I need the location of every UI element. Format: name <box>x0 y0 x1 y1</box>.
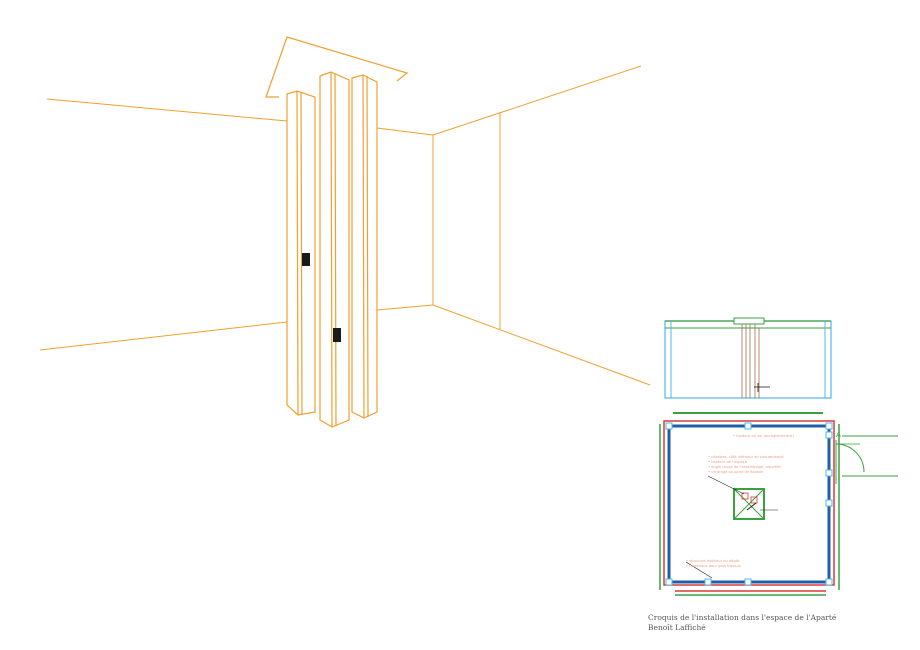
plan-pillar-assembly <box>707 475 778 520</box>
floor-plan: A <box>659 412 898 596</box>
plan-door: A <box>835 431 898 484</box>
monitor-screen-left <box>302 253 310 266</box>
pillar-middle <box>319 71 350 428</box>
room-floor-left <box>39 321 288 351</box>
monitor-screen-right <box>333 328 341 342</box>
room-floor-right <box>432 304 651 386</box>
plan-annotations: • hauteur du sol (enregistrement) • pila… <box>686 434 795 568</box>
room-ceiling-back <box>376 127 434 136</box>
room-ceiling-right <box>432 65 642 136</box>
caption-author: Benoît Laffiché <box>648 623 706 632</box>
pillar-right <box>351 74 378 419</box>
pillars <box>286 71 378 428</box>
room-ceiling-left <box>46 98 288 122</box>
room-floor-back <box>376 304 434 311</box>
ceiling-frame <box>265 36 409 98</box>
pillar-left <box>286 90 316 416</box>
plan-note-bottom-1: • structure intérieur du dégât <box>686 559 740 563</box>
plan-note-center-1: • pilastres, côté intérieur en contrepla… <box>708 455 784 459</box>
plan-note-top: • hauteur du sol (enregistrement) <box>733 434 795 438</box>
svg-text:A: A <box>836 431 841 439</box>
caption-title: Croquis de l'installation dans l'espace … <box>648 613 837 622</box>
elevation-view <box>664 317 832 399</box>
plan-note-center-4: • centrage du point de fixation <box>708 470 764 474</box>
plan-note-center-3: • angle rouge de l'assemblage, reportée <box>708 465 782 469</box>
perspective-room <box>39 65 651 386</box>
plan-note-bottom-2: • matériaux pour gros travaux <box>686 564 742 568</box>
plan-posts <box>665 422 833 586</box>
caption: Croquis de l'installation dans l'espace … <box>648 613 836 633</box>
plan-note-center-2: • hauteur de l'espace <box>708 460 748 464</box>
